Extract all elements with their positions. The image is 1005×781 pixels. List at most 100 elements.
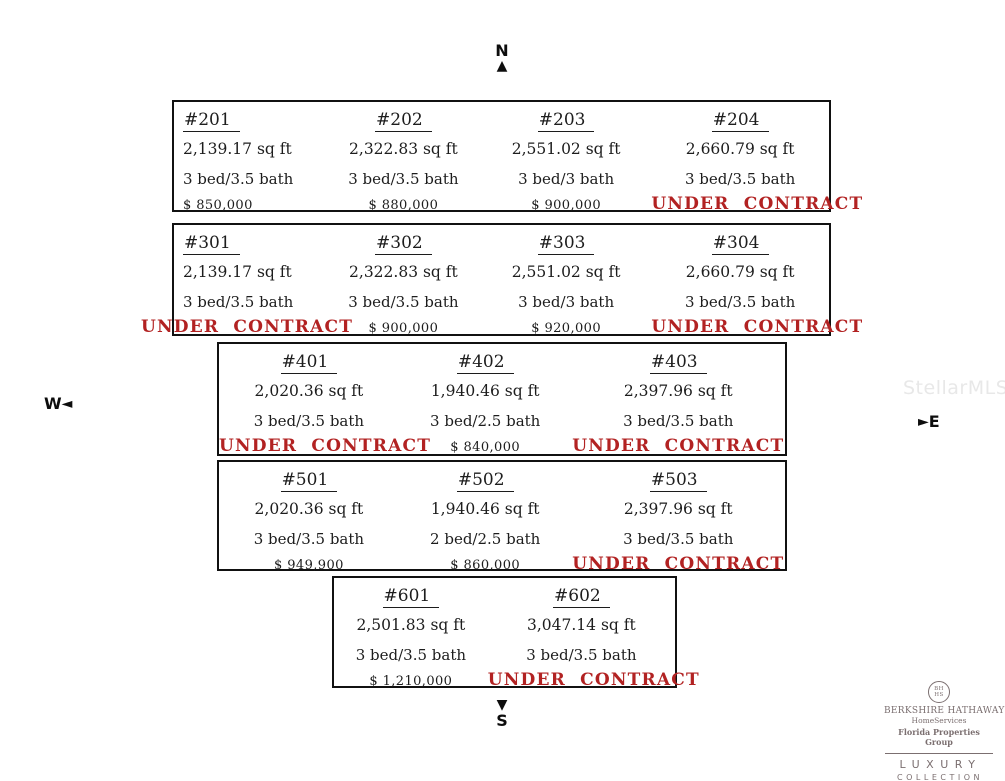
unit-number: #502 xyxy=(399,470,572,492)
unit-bedbath: 3 bed/3.5 bath xyxy=(253,412,365,430)
unit-status: $ 949,900 xyxy=(219,555,399,575)
luxury-label: LUXURY xyxy=(899,758,982,771)
unit-sqft: 2,397.96 sq ft xyxy=(623,382,733,400)
arrow-right-icon: ► xyxy=(918,413,929,430)
unit-price: $ 860,000 xyxy=(450,558,521,573)
unit-bedbath: 3 bed/3.5 bath xyxy=(355,646,467,664)
floor-5: #501 2,020.36 sq ft 3 bed/3.5 bath $ 949,90… xyxy=(217,460,787,573)
unit-number: #204 xyxy=(651,110,829,132)
unit-status: $ 880,000 xyxy=(326,195,481,215)
unit-status: UNDER CONTRACT xyxy=(651,195,862,213)
unit-bedbath: 3 bed/2.5 bath xyxy=(430,412,541,430)
unit-sqft: 3,047.14 sq ft xyxy=(527,616,636,634)
unit-sqft: 2,322.83 sq ft xyxy=(349,140,458,158)
unit-number: #202 xyxy=(326,110,481,132)
unit-number-label: #401 xyxy=(280,352,338,374)
compass-east-label: E xyxy=(928,412,940,431)
under-contract-badge: UNDER CONTRACT xyxy=(651,317,864,337)
under-contract-badge: UNDER CONTRACT xyxy=(219,436,432,456)
unit-price: $ 949,900 xyxy=(274,558,344,573)
brand-homeservices: HomeServices xyxy=(911,716,967,725)
unit-number-label: #601 xyxy=(382,586,440,608)
floor-6: #601 2,501.83 sq ft 3 bed/3.5 bath $ 1,210,… xyxy=(332,576,699,689)
unit-status: $ 840,000 xyxy=(399,437,572,457)
unit-number: #401 xyxy=(219,352,399,374)
unit-number: #402 xyxy=(399,352,572,374)
unit-number: #602 xyxy=(488,586,675,608)
unit-status: $ 1,210,000 xyxy=(334,671,488,691)
unit-status: UNDER CONTRACT xyxy=(572,555,785,573)
unit-number: #403 xyxy=(572,352,785,374)
unit-number-label: #502 xyxy=(456,470,514,492)
unit-number-label: #602 xyxy=(553,586,610,608)
unit-bedbath: 3 bed/3.5 bath xyxy=(685,170,796,188)
seal-monogram-bottom: HS xyxy=(934,692,944,698)
unit-bedbath: 3 bed/3.5 bath xyxy=(253,530,365,548)
unit-sqft: 2,322.83 sq ft xyxy=(349,263,458,281)
unit-number: #503 xyxy=(572,470,785,492)
unit-number-label: #403 xyxy=(649,352,707,374)
unit-status: UNDER CONTRACT xyxy=(572,437,785,455)
unit-sqft: 2,660.79 sq ft xyxy=(685,263,795,281)
stellar-mls-watermark: StellarMLS xyxy=(903,377,1005,399)
berkshire-hathaway-logo: BH HS BERKSHIRE HATHAWAY HomeServices Fl… xyxy=(884,681,1004,781)
unit-bedbath: 2 bed/2.5 bath xyxy=(430,530,541,548)
under-contract-badge: UNDER CONTRACT xyxy=(141,317,354,337)
unit-sqft: 1,940.46 sq ft xyxy=(430,500,540,518)
unit-bedbath: 3 bed/3.5 bath xyxy=(685,293,796,311)
unit-status: $ 900,000 xyxy=(326,318,481,338)
unit-bedbath: 3 bed/3.5 bath xyxy=(526,646,637,664)
unit-cell-302: #302 2,322.83 sq ft 3 bed/3.5 bath $ 900,00… xyxy=(326,225,481,336)
unit-sqft: 2,551.02 sq ft xyxy=(511,140,621,158)
unit-price: $ 1,210,000 xyxy=(369,674,453,689)
unit-bedbath: 3 bed/3.5 bath xyxy=(348,293,459,311)
unit-bedbath: 3 bed/3.5 bath xyxy=(348,170,459,188)
unit-number: #304 xyxy=(651,233,829,255)
unit-number-label: #501 xyxy=(280,470,338,492)
compass-west: W◄ xyxy=(44,394,72,413)
unit-status: $ 920,000 xyxy=(481,318,651,338)
unit-cell-502: #502 1,940.46 sq ft 2 bed/2.5 bath $ 860,00… xyxy=(399,462,572,573)
unit-number: #301 xyxy=(183,233,326,255)
unit-number-label: #301 xyxy=(183,233,240,255)
unit-number-label: #304 xyxy=(711,233,769,255)
collection-label: COLLECTION xyxy=(897,773,983,781)
unit-sqft: 2,139.17 sq ft xyxy=(183,140,292,158)
unit-number-label: #201 xyxy=(183,110,240,132)
bhhs-seal-icon: BH HS xyxy=(928,681,950,703)
unit-bedbath: 3 bed/3.5 bath xyxy=(623,530,734,548)
unit-bedbath: 3 bed/3.5 bath xyxy=(183,170,294,188)
compass-north-label: N xyxy=(495,41,509,60)
unit-sqft: 2,660.79 sq ft xyxy=(685,140,795,158)
divider xyxy=(885,753,993,754)
unit-sqft: 2,020.36 sq ft xyxy=(254,500,364,518)
brand-group: Florida Properties Group xyxy=(898,727,980,747)
compass-south-label: S xyxy=(496,711,508,730)
unit-number: #601 xyxy=(334,586,488,608)
seal-monogram-top: BH xyxy=(934,685,944,692)
unit-cell-601: #601 2,501.83 sq ft 3 bed/3.5 bath $ 1,210,… xyxy=(334,578,488,689)
unit-price: $ 920,000 xyxy=(531,321,602,336)
unit-status: $ 900,000 xyxy=(481,195,651,215)
unit-cell-202: #202 2,322.83 sq ft 3 bed/3.5 bath $ 880,00… xyxy=(326,102,481,213)
unit-status: UNDER CONTRACT xyxy=(219,437,430,455)
unit-status: UNDER CONTRACT xyxy=(651,318,862,336)
under-contract-badge: UNDER CONTRACT xyxy=(651,194,864,214)
unit-number-label: #302 xyxy=(375,233,432,255)
under-contract-badge: UNDER CONTRACT xyxy=(487,670,700,690)
arrow-left-icon: ◄ xyxy=(61,395,73,412)
unit-sqft: 2,501.83 sq ft xyxy=(356,616,466,634)
unit-number: #201 xyxy=(183,110,326,132)
compass-south: ▼ S xyxy=(488,698,516,730)
